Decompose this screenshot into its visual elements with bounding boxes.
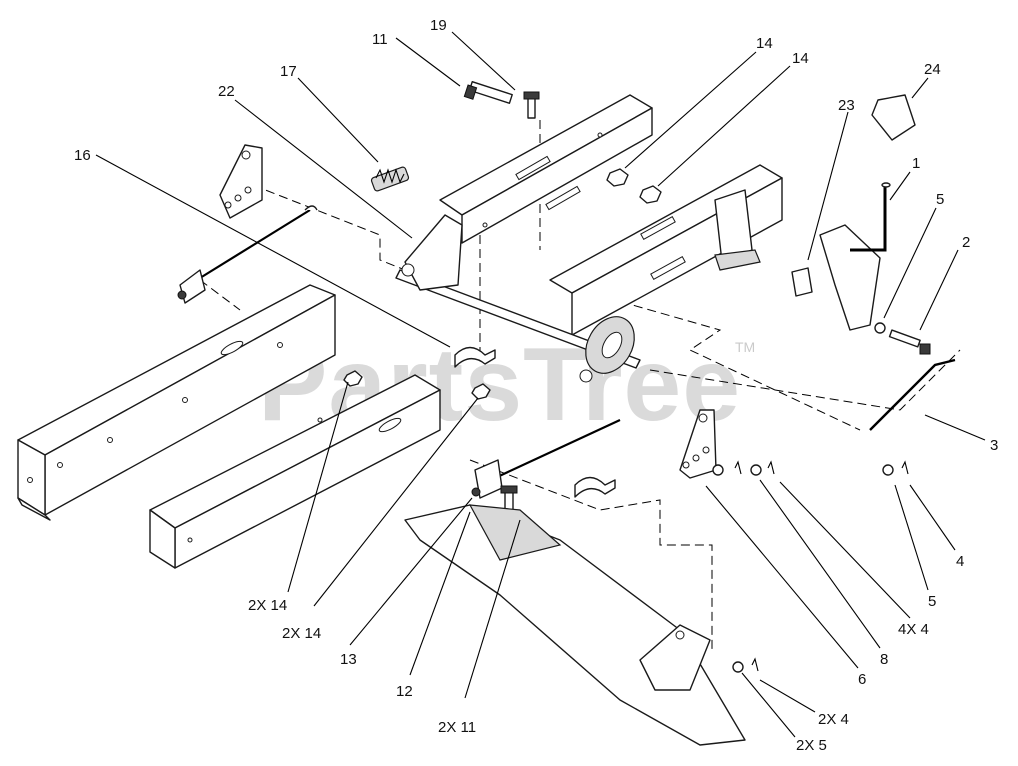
upper-center-channel (439, 94, 653, 244)
callout-11: 11 (372, 31, 388, 48)
leader-lines (95, 31, 986, 738)
left-frame-rail (17, 284, 336, 521)
callout-4x4: 4X 4 (898, 621, 929, 638)
control-handle-assembly (791, 94, 931, 355)
lower-deck-hanger (404, 504, 759, 746)
callout-14-a: 14 (756, 35, 773, 52)
callout-5-bottom: 5 (928, 593, 936, 610)
right-pivot-plate (679, 409, 775, 479)
cross-shaft (395, 214, 641, 383)
callout-12: 12 (396, 683, 413, 700)
left-link-rod (177, 205, 318, 304)
callout-13: 13 (340, 651, 357, 668)
callout-4: 4 (956, 553, 964, 570)
right-link-rod (869, 358, 956, 476)
callout-labels: 11 19 17 22 16 14 14 23 24 1 5 2 3 4 5 4… (74, 17, 998, 754)
callout-2x11: 2X 11 (438, 719, 476, 736)
callout-14-b: 14 (792, 50, 809, 67)
callout-2x14-a: 2X 14 (248, 597, 287, 614)
callout-16: 16 (74, 147, 91, 164)
callout-5-top: 5 (936, 191, 944, 208)
spring (370, 166, 410, 192)
watermark-trademark: TM (735, 339, 755, 355)
callout-3: 3 (990, 437, 998, 454)
callout-6: 6 (858, 671, 866, 688)
left-lever-arm (219, 144, 263, 219)
callout-2x4: 2X 4 (818, 711, 849, 728)
callout-19: 19 (430, 17, 447, 34)
inner-lower-rail (149, 374, 441, 569)
callout-8: 8 (880, 651, 888, 668)
callout-2x5: 2X 5 (796, 737, 827, 754)
u-brackets (454, 346, 616, 498)
callout-2x14-b: 2X 14 (282, 625, 321, 642)
callout-1: 1 (912, 155, 920, 172)
lower-link-rod (471, 419, 621, 519)
callout-22: 22 (218, 83, 235, 100)
callout-24: 24 (924, 61, 941, 78)
callout-23: 23 (838, 97, 855, 114)
bolts-top (463, 81, 540, 119)
callout-2: 2 (962, 234, 970, 251)
callout-17: 17 (280, 63, 297, 80)
right-channel (549, 164, 783, 336)
